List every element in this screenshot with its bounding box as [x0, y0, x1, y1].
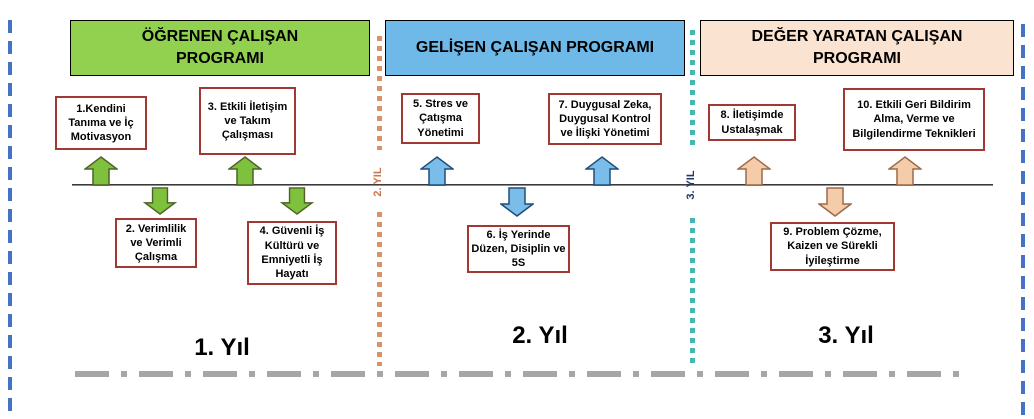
program-3-title: DEĞER YARATAN ÇALIŞAN PROGRAMI: [751, 28, 963, 67]
timeline-axis: [72, 184, 993, 186]
year-1-label: 1. Yıl: [194, 334, 250, 361]
up-arrow-icon: [228, 156, 262, 186]
year-2-axis-label: 2. YIL: [372, 167, 384, 197]
year-3-separator-bottom: [690, 218, 695, 368]
down-arrow-icon: [818, 187, 852, 217]
topic-box-10: 10. Etkili Geri Bildirim Alma, Verme ve …: [843, 88, 985, 151]
topic-box-6: 6. İş Yerinde Düzen, Disiplin ve 5S: [467, 225, 570, 273]
program-1-title: ÖĞRENEN ÇALIŞAN PROGRAMI: [141, 28, 299, 67]
program-3-header: DEĞER YARATAN ÇALIŞAN PROGRAMI: [700, 20, 1014, 76]
bottom-dash-dot-divider: [75, 371, 970, 377]
topic-8-label: 8. İletişimde Ustalaşmak: [720, 109, 784, 136]
topic-2-label: 2. Verimlilik ve Verimli Çalışma: [125, 222, 187, 264]
left-dashed-border: [8, 20, 12, 412]
topic-10-label: 10. Etkili Geri Bildirim Alma, Verme ve …: [852, 99, 976, 140]
topic-box-5: 5. Stres ve Çatışma Yönetimi: [401, 93, 480, 144]
down-arrow-icon: [143, 187, 177, 215]
topic-box-9: 9. Problem Çözme, Kaizen ve Sürekli İyil…: [770, 222, 895, 271]
year-3-label: 3. Yıl: [818, 322, 874, 349]
topic-7-label: 7. Duygusal Zeka, Duygusal Kontrol ve İl…: [558, 98, 652, 140]
year-3-axis-label: 3. YIL: [685, 170, 697, 200]
up-arrow-icon: [420, 156, 454, 186]
year-2-separator-bottom: [377, 212, 382, 366]
up-arrow-icon: [888, 156, 922, 186]
year-2-label: 2. Yıl: [512, 322, 568, 349]
up-arrow-icon: [84, 156, 118, 186]
topic-5-label: 5. Stres ve Çatışma Yönetimi: [412, 98, 469, 139]
topic-1-label: 1.Kendini Tanıma ve İç Motivasyon: [68, 102, 134, 144]
topic-3-label: 3. Etkili İletişim ve Takım Çalışması: [207, 100, 288, 142]
topic-box-3: 3. Etkili İletişim ve Takım Çalışması: [199, 87, 296, 155]
year-2-separator-top: [377, 36, 382, 150]
program-2-title: GELİŞEN ÇALIŞAN PROGRAMI: [415, 39, 655, 57]
right-dashed-border: [1021, 24, 1025, 419]
topic-box-8: 8. İletişimde Ustalaşmak: [708, 104, 796, 141]
program-1-header: ÖĞRENEN ÇALIŞAN PROGRAMI: [70, 20, 370, 76]
program-2-header: GELİŞEN ÇALIŞAN PROGRAMI: [385, 20, 685, 76]
down-arrow-icon: [280, 187, 314, 215]
topic-box-7: 7. Duygusal Zeka, Duygusal Kontrol ve İl…: [548, 93, 662, 145]
topic-box-1: 1.Kendini Tanıma ve İç Motivasyon: [55, 96, 147, 150]
year-3-separator-top: [690, 30, 695, 148]
topic-box-4: 4. Güvenli İş Kültürü ve Emniyetli İş Ha…: [247, 221, 337, 285]
topic-9-label: 9. Problem Çözme, Kaizen ve Sürekli İyil…: [783, 226, 882, 267]
topic-box-2: 2. Verimlilik ve Verimli Çalışma: [115, 218, 197, 268]
down-arrow-icon: [500, 187, 534, 217]
up-arrow-icon: [585, 156, 619, 186]
up-arrow-icon: [737, 156, 771, 186]
topic-6-label: 6. İş Yerinde Düzen, Disiplin ve 5S: [471, 228, 566, 270]
topic-4-label: 4. Güvenli İş Kültürü ve Emniyetli İş Ha…: [259, 225, 325, 281]
